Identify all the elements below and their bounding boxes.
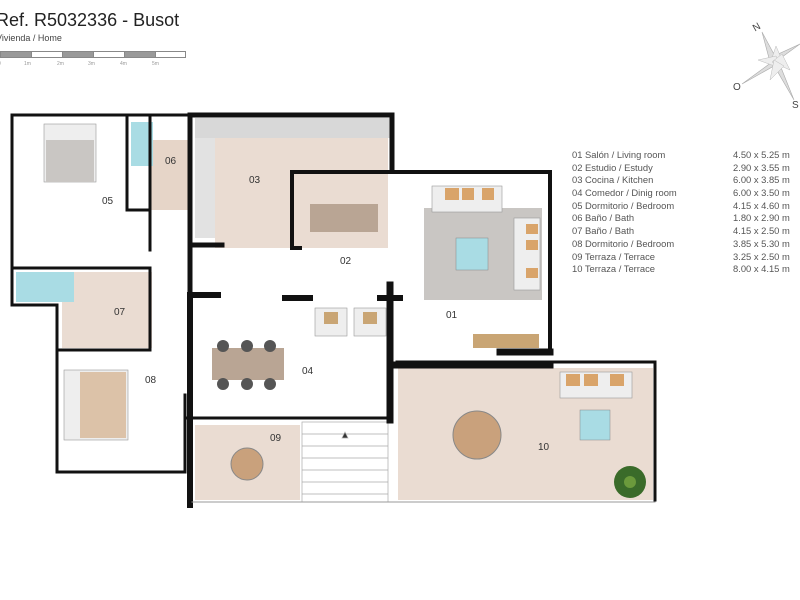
legend-room-name: 06 Baño / Bath <box>572 212 635 224</box>
legend-room-size: 4.15 x 4.60 m <box>733 199 790 211</box>
legend-row: 05 Dormitorio / Bedroom 4.15 x 4.60 m <box>572 200 790 213</box>
room-label-03: 03 <box>249 175 261 186</box>
page-title: Ref. R5032336 - Busot <box>0 10 180 30</box>
legend-row: 06 Baño / Bath 1.80 x 2.90 m <box>572 212 790 225</box>
walls <box>10 112 657 508</box>
room-legend: 01 Salón / Living room 4.50 x 5.25 m 02 Es… <box>572 149 790 276</box>
room-label-10: 10 <box>538 442 550 453</box>
legend-row: 03 Cocina / Kitchen 6.00 x 3.85 m <box>572 174 790 187</box>
compass-south: S <box>792 100 799 111</box>
room-label-04: 04 <box>302 366 314 377</box>
furniture <box>43 123 646 498</box>
scale-bar <box>0 51 186 58</box>
scale-label: 1m <box>24 61 31 67</box>
legend-row: 01 Salón / Living room 4.50 x 5.25 m <box>572 149 790 162</box>
legend-room-name: 02 Estudio / Estudy <box>572 161 653 173</box>
legend-room-name: 10 Terraza / Terrace <box>572 263 656 275</box>
legend-row: 04 Comedor / Dinig room 6.00 x 3.50 m <box>572 187 790 200</box>
floor-tiles <box>16 118 653 500</box>
legend-room-name: 04 Comedor / Dinig room <box>572 187 677 199</box>
room-label-05: 05 <box>102 196 114 207</box>
room-labels: 01 02 03 04 05 06 07 08 09 10 <box>102 156 550 453</box>
scale-label: 4m <box>120 61 127 67</box>
legend-room-name: 08 Dormitorio / Bedroom <box>572 237 675 249</box>
legend-row: 07 Baño / Bath 4.15 x 2.50 m <box>572 225 790 238</box>
compass-west: O <box>733 82 741 93</box>
room-label-06: 06 <box>165 156 177 167</box>
legend-room-size: 3.25 x 2.50 m <box>733 250 790 262</box>
page-subtitle: Vivienda / Home <box>0 33 62 43</box>
legend-room-size: 4.15 x 2.50 m <box>733 225 790 237</box>
legend-row: 08 Dormitorio / Bedroom 3.85 x 5.30 m <box>572 238 790 251</box>
legend-room-name: 07 Baño / Bath <box>572 225 635 237</box>
stairs <box>301 421 389 503</box>
scale-label: 3m <box>88 61 95 67</box>
compass-rose-icon: N O S <box>733 21 800 111</box>
room-label-07: 07 <box>114 307 126 318</box>
room-label-09: 09 <box>270 433 282 444</box>
legend-room-size: 2.90 x 3.55 m <box>733 161 790 173</box>
legend-room-name: 01 Salón / Living room <box>572 149 666 160</box>
legend-room-size: 6.00 x 3.85 m <box>733 174 790 186</box>
legend-room-size: 3.85 x 5.30 m <box>733 237 790 249</box>
legend-room-size: 8.00 x 4.15 m <box>733 263 790 275</box>
legend-room-name: 03 Cocina / Kitchen <box>572 174 654 186</box>
room-label-01: 01 <box>446 310 458 321</box>
scale-label: 0 <box>0 61 1 67</box>
legend-room-name: 09 Terraza / Terrace <box>572 250 656 262</box>
scale-label: 2m <box>57 61 64 67</box>
legend-room-size: 4.50 x 5.25 m <box>733 149 790 160</box>
legend-row: 02 Estudio / Estudy 2.90 x 3.55 m <box>572 162 790 175</box>
scale-label: 5m <box>152 61 159 67</box>
room-label-08: 08 <box>145 375 157 386</box>
plant-icon <box>614 466 646 498</box>
legend-room-name: 05 Dormitorio / Bedroom <box>572 199 675 211</box>
compass-north: N <box>751 21 763 34</box>
legend-room-size: 6.00 x 3.50 m <box>733 187 790 199</box>
legend-row: 09 Terraza / Terrace 3.25 x 2.50 m <box>572 251 790 264</box>
legend-room-size: 1.80 x 2.90 m <box>733 212 790 224</box>
room-label-02: 02 <box>340 256 352 267</box>
legend-row: 10 Terraza / Terrace 8.00 x 4.15 m <box>572 263 790 276</box>
